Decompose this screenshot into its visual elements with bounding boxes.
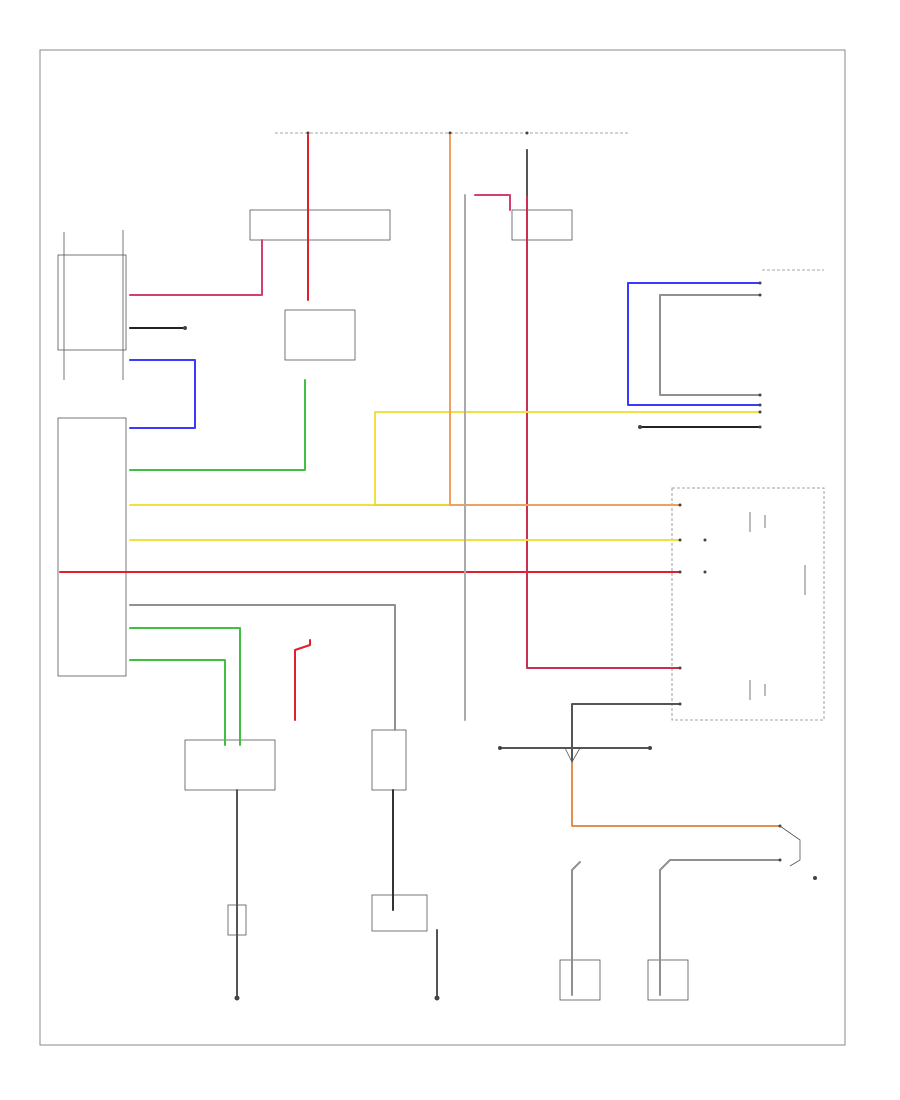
door-switch-icon bbox=[779, 825, 801, 867]
relay-box-right bbox=[511, 209, 573, 241]
cluster-terminals bbox=[678, 281, 782, 862]
wire-green-lower-b bbox=[129, 659, 226, 746]
ground-junction bbox=[371, 894, 428, 932]
splice-right bbox=[648, 746, 652, 750]
cluster-side-terminal bbox=[703, 538, 707, 542]
ground-symbol-mid bbox=[434, 995, 440, 1001]
wire-orange-lower bbox=[571, 759, 781, 827]
wire-orange-fuse bbox=[449, 134, 681, 506]
relay-box-left bbox=[249, 209, 391, 241]
switch-terminal bbox=[638, 425, 642, 429]
wire-blue-seat bbox=[129, 359, 196, 429]
ground-symbol-left bbox=[234, 995, 240, 1001]
wire-gray-lower-b bbox=[659, 859, 781, 996]
wire-blue-right bbox=[627, 282, 761, 406]
splice-left bbox=[498, 746, 502, 750]
fuse-dot-left bbox=[306, 131, 310, 135]
wire-pink-relay bbox=[474, 194, 511, 211]
seat-sensor-connector bbox=[63, 230, 124, 380]
splice-marker bbox=[564, 747, 581, 763]
lower-switch-a bbox=[559, 959, 601, 1001]
fuse-dot-right bbox=[525, 131, 529, 135]
wire-pink-sensor bbox=[129, 239, 263, 296]
instrument-cluster bbox=[671, 487, 825, 721]
switch-assembly-left bbox=[184, 739, 276, 791]
wire-green-lower-a bbox=[129, 627, 241, 746]
switch-ground-dot bbox=[813, 876, 817, 880]
wire-black-cluster bbox=[571, 703, 681, 761]
lower-switch-b bbox=[647, 959, 689, 1001]
wire-yellow-long bbox=[129, 411, 761, 506]
wire-green-switch bbox=[129, 379, 306, 471]
wire-gray-module bbox=[129, 604, 396, 731]
sensor-terminal bbox=[183, 326, 187, 330]
switch-module bbox=[284, 309, 356, 361]
buzzer-relay bbox=[371, 729, 407, 791]
seat-sensor bbox=[57, 254, 127, 351]
cluster-indicators bbox=[749, 512, 806, 700]
wire-gray-upper bbox=[659, 294, 761, 396]
wire-red-right-feed bbox=[526, 149, 681, 669]
cluster-side-terminal-2 bbox=[703, 570, 707, 574]
wire-gray-lower-a bbox=[571, 861, 581, 996]
diagram-frame bbox=[39, 49, 846, 1046]
wire-red-module-drop bbox=[294, 639, 311, 721]
fuse-dot-center bbox=[448, 131, 452, 135]
restraint-control-module bbox=[57, 417, 127, 677]
